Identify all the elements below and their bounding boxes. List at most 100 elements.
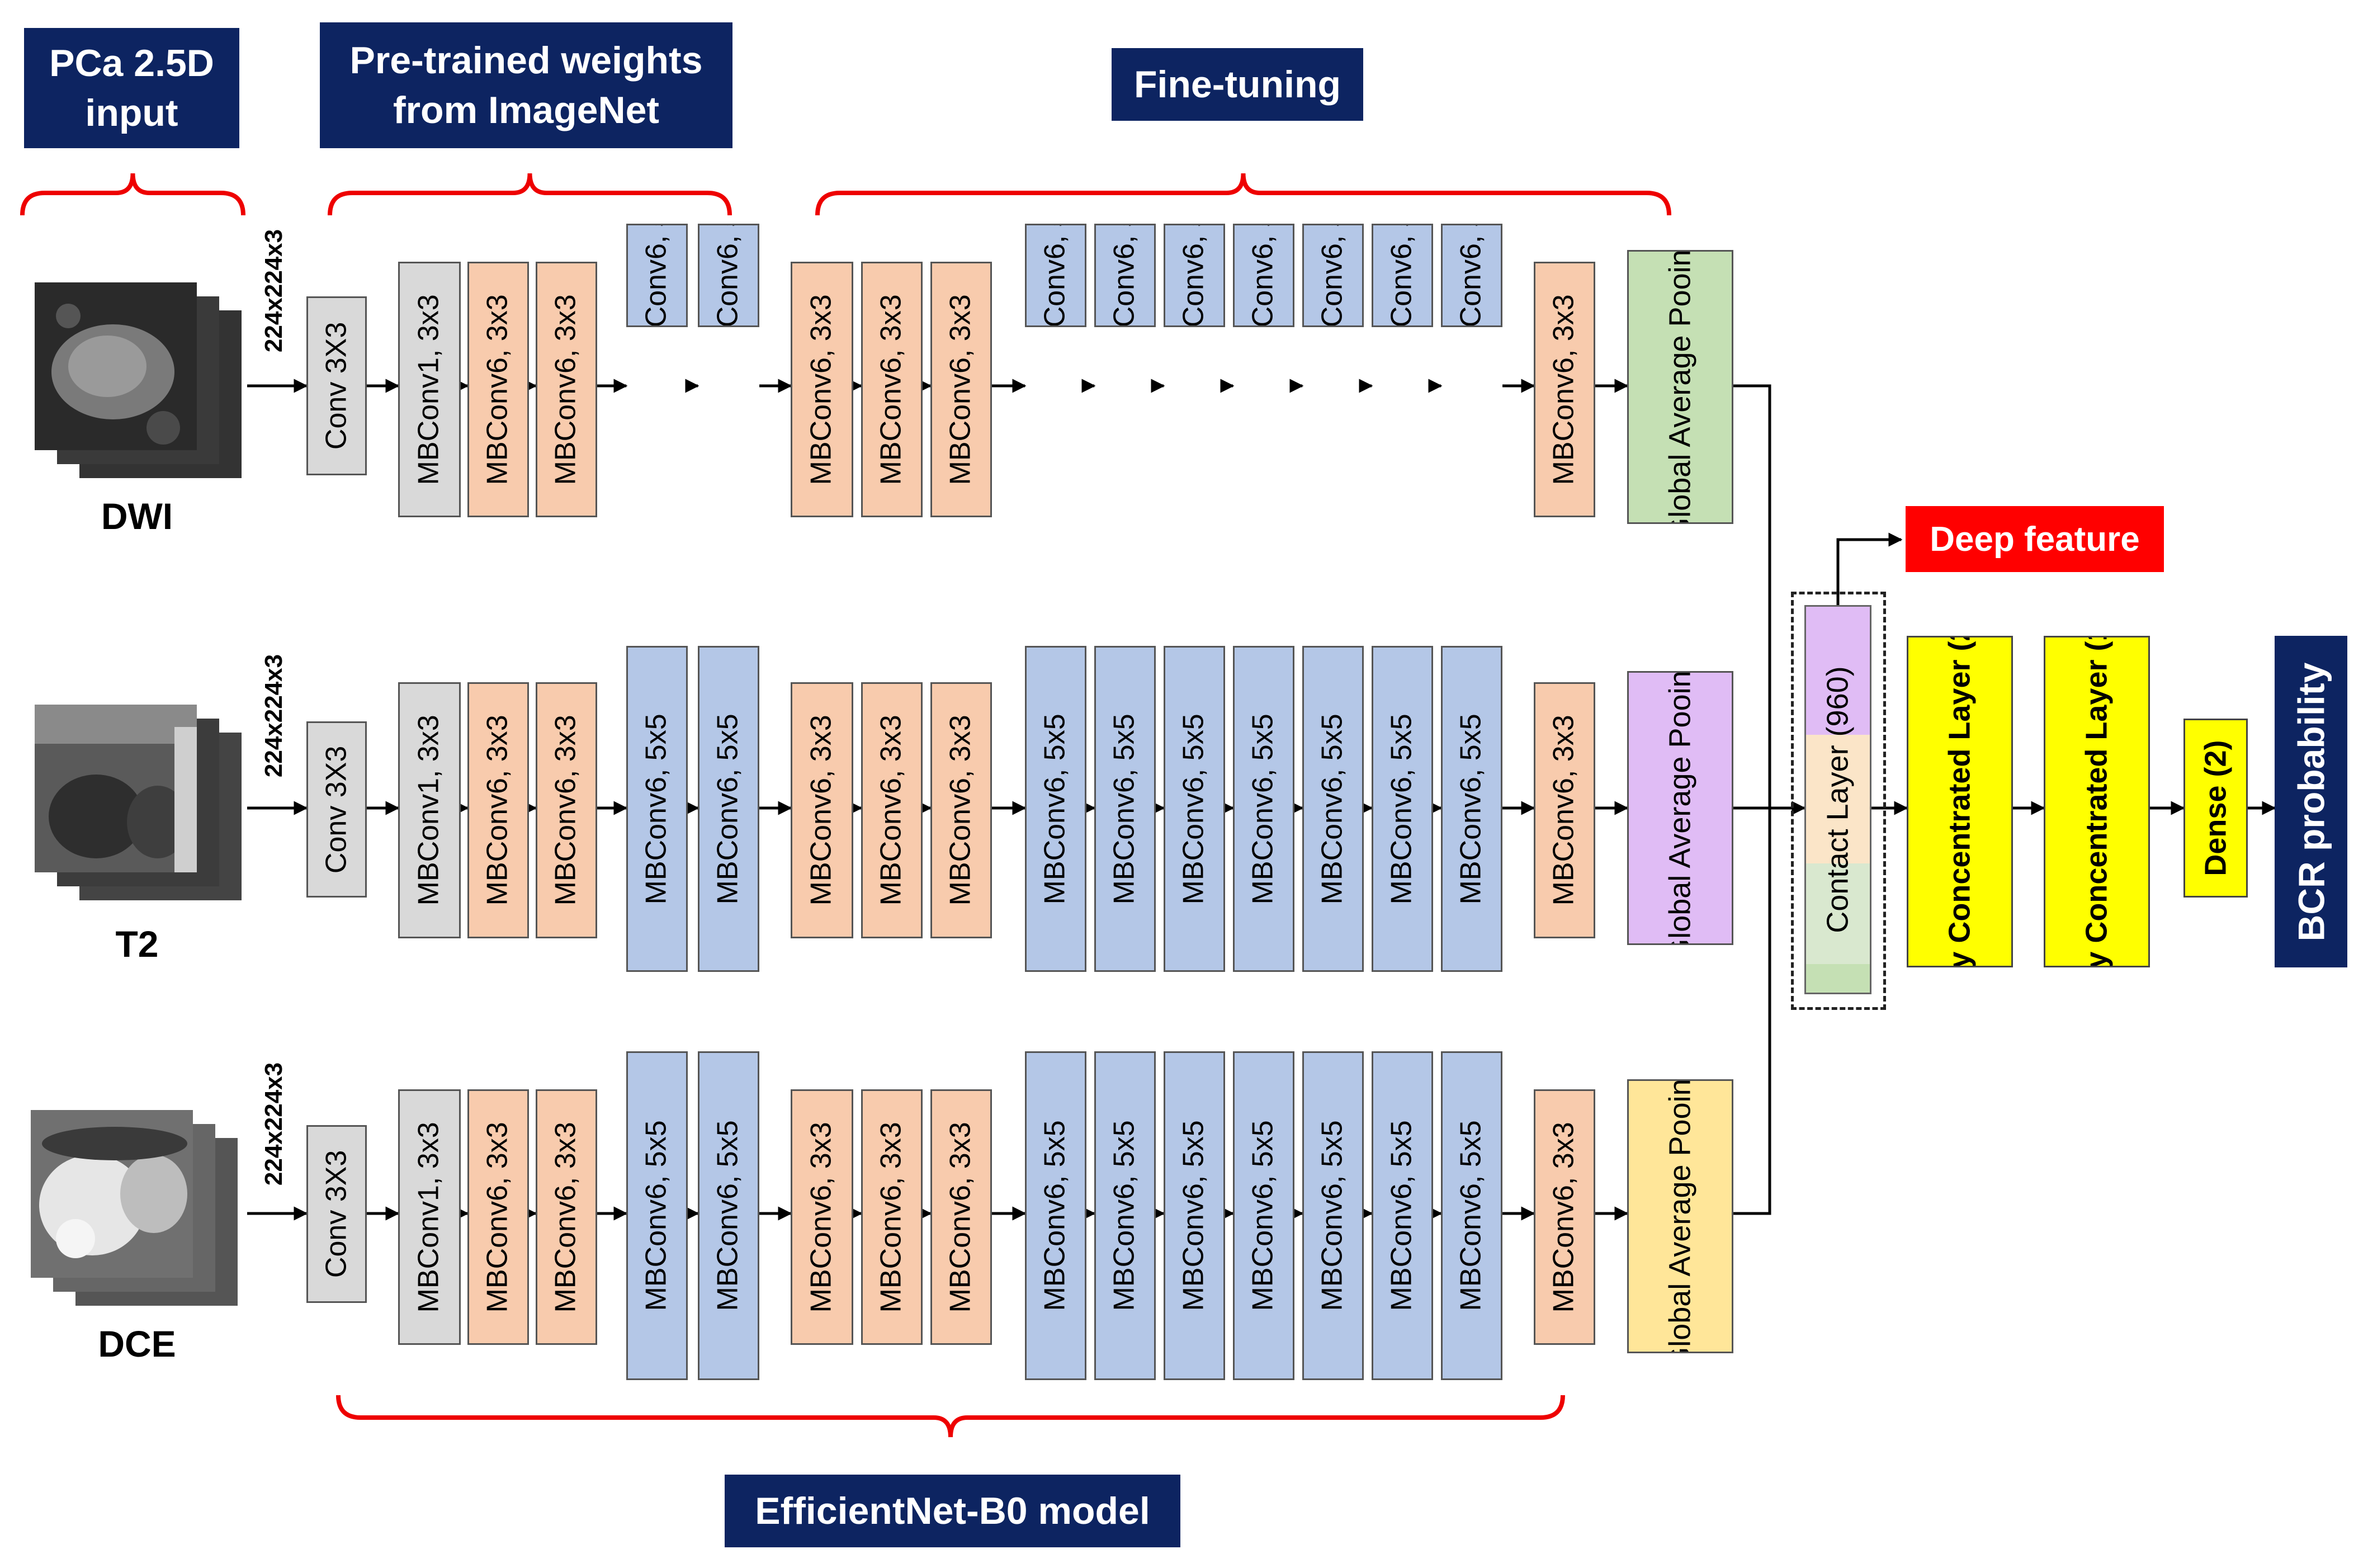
t2-scan-stack	[35, 705, 247, 917]
finetuning-bracket	[815, 173, 1671, 216]
backbone-block-t2-16: MBConv6, 5x5	[1441, 646, 1502, 972]
backbone-block-label: MBConv6, 5x5	[1039, 224, 1072, 327]
global-average-pooling-dce: Global Average Pooing	[1627, 1079, 1733, 1353]
backbone-block-label: Conv 3X3	[320, 745, 353, 873]
backbone-block-label: MBConv6, 3x3	[944, 294, 977, 485]
backbone-block-dwi-5: MBConv6, 5x5	[626, 224, 688, 327]
backbone-block-dwi-8: MBConv6, 3x3	[861, 262, 923, 517]
backbone-block-t2-7: MBConv6, 3x3	[791, 682, 853, 938]
contact-segment-dce	[1806, 863, 1870, 964]
backbone-block-label: MBConv6, 3x3	[550, 715, 583, 906]
backbone-block-t2-1: Conv 3X3	[306, 721, 367, 898]
backbone-block-label: MBConv6, 3x3	[1548, 1121, 1581, 1313]
backbone-block-t2-6: MBConv6, 5x5	[698, 646, 759, 972]
backbone-block-label: Conv 3X3	[320, 1150, 353, 1278]
connector-60	[1836, 532, 1903, 605]
backbone-block-dwi-9: MBConv6, 3x3	[930, 262, 992, 517]
backbone-block-dce-17: MBConv6, 3x3	[1534, 1089, 1595, 1345]
backbone-block-label: MBConv6, 5x5	[1247, 1120, 1280, 1311]
backbone-block-label: MBConv1, 3x3	[413, 294, 446, 485]
modality-label-dwi: DWI	[101, 495, 173, 537]
contact-segment-mid	[1806, 735, 1870, 863]
contact-layer-outline	[1791, 592, 1886, 1010]
backbone-block-dce-12: MBConv6, 5x5	[1164, 1051, 1225, 1380]
pretrained-bracket	[328, 173, 732, 216]
fine-tuning-label: Fine-tuning	[1112, 48, 1363, 121]
fully-connected-layer-256: Fully Concentrated Layer (256)	[1907, 636, 2013, 967]
efficientnet-bracket	[336, 1395, 1565, 1438]
global-average-pooling-t2: Global Average Pooing	[1627, 671, 1733, 945]
backbone-block-dwi-16: MBConv6, 5x5	[1441, 224, 1502, 327]
backbone-block-t2-3: MBConv6, 3x3	[467, 682, 529, 938]
backbone-block-label: MBConv6, 5x5	[640, 713, 673, 905]
backbone-block-label: MBConv6, 5x5	[1455, 1120, 1488, 1311]
backbone-block-label: MBConv1, 3x3	[413, 715, 446, 906]
backbone-block-label: MBConv6, 3x3	[875, 715, 908, 906]
backbone-block-label: MBConv6, 5x5	[1386, 713, 1419, 905]
contact-layer-label: Contact Layer (960)	[1821, 666, 1855, 933]
input-label: PCa 2.5D input	[24, 28, 239, 148]
backbone-block-t2-13: MBConv6, 5x5	[1233, 646, 1294, 972]
backbone-block-label: MBConv6, 5x5	[640, 224, 673, 327]
backbone-block-dce-13: MBConv6, 5x5	[1233, 1051, 1294, 1380]
dwi-scan-image	[35, 282, 242, 478]
backbone-block-label: MBConv1, 3x3	[413, 1121, 446, 1313]
pretrained-weights-label: Pre-trained weights from ImageNet	[320, 22, 732, 148]
contact-segment-dwi	[1806, 607, 1870, 637]
backbone-block-dwi-2: MBConv1, 3x3	[398, 262, 461, 517]
backbone-block-label: MBConv6, 5x5	[1108, 713, 1141, 905]
backbone-block-t2-2: MBConv1, 3x3	[398, 682, 461, 938]
input-size-t2: 224x224x3	[260, 654, 287, 778]
backbone-block-label: MBConv6, 5x5	[1108, 224, 1141, 327]
backbone-block-dwi-13: MBConv6, 5x5	[1233, 224, 1294, 327]
backbone-block-label: MBConv6, 5x5	[1316, 1120, 1349, 1311]
input-bracket	[20, 173, 245, 216]
backbone-block-label: MBConv6, 3x3	[1548, 294, 1581, 485]
deep-feature-label: Deep feature	[1906, 506, 2164, 572]
backbone-block-label: MBConv6, 3x3	[481, 715, 514, 906]
backbone-block-dce-3: MBConv6, 3x3	[467, 1089, 529, 1345]
backbone-block-t2-5: MBConv6, 5x5	[626, 646, 688, 972]
backbone-block-t2-10: MBConv6, 5x5	[1025, 646, 1086, 972]
backbone-block-label: MBConv6, 5x5	[1455, 713, 1488, 905]
backbone-block-dwi-12: MBConv6, 5x5	[1164, 224, 1225, 327]
connector-54	[1733, 384, 1771, 1215]
backbone-block-t2-15: MBConv6, 5x5	[1372, 646, 1433, 972]
backbone-block-dce-6: MBConv6, 5x5	[698, 1051, 759, 1380]
backbone-block-label: MBConv6, 3x3	[481, 1121, 514, 1313]
backbone-block-label: MBConv6, 5x5	[1178, 224, 1211, 327]
backbone-block-dwi-15: MBConv6, 5x5	[1372, 224, 1433, 327]
backbone-block-t2-12: MBConv6, 5x5	[1164, 646, 1225, 972]
backbone-block-label: MBConv6, 3x3	[805, 294, 838, 485]
contact-segment-end	[1806, 964, 1870, 993]
backbone-block-dce-15: MBConv6, 5x5	[1372, 1051, 1433, 1380]
backbone-block-label: MBConv6, 3x3	[805, 715, 838, 906]
backbone-block-label: MBConv6, 5x5	[1316, 713, 1349, 905]
backbone-block-t2-11: MBConv6, 5x5	[1094, 646, 1156, 972]
bcr-probability-output: BCR probability	[2275, 636, 2347, 967]
backbone-block-label: MBConv6, 3x3	[875, 294, 908, 485]
backbone-block-dwi-17: MBConv6, 3x3	[1534, 262, 1595, 517]
backbone-block-label: MBConv6, 5x5	[712, 713, 745, 905]
backbone-block-label: MBConv6, 5x5	[1039, 713, 1072, 905]
backbone-block-label: MBConv6, 5x5	[1316, 224, 1349, 327]
input-size-dwi: 224x224x3	[260, 229, 287, 353]
backbone-block-dce-7: MBConv6, 3x3	[791, 1089, 853, 1345]
backbone-block-dce-2: MBConv1, 3x3	[398, 1089, 461, 1345]
backbone-block-dce-9: MBConv6, 3x3	[930, 1089, 992, 1345]
backbone-block-dwi-7: MBConv6, 3x3	[791, 262, 853, 517]
backbone-block-dwi-1: Conv 3X3	[306, 296, 367, 475]
input-size-dce: 224x224x3	[260, 1062, 287, 1186]
dce-scan-image	[31, 1110, 238, 1306]
backbone-block-dwi-3: MBConv6, 3x3	[467, 262, 529, 517]
backbone-block-label: MBConv6, 3x3	[944, 1121, 977, 1313]
backbone-block-t2-17: MBConv6, 3x3	[1534, 682, 1595, 938]
backbone-block-t2-8: MBConv6, 3x3	[861, 682, 923, 938]
backbone-block-label: MBConv6, 5x5	[1455, 224, 1488, 327]
backbone-block-dwi-6: MBConv6, 5x5	[698, 224, 759, 327]
backbone-block-t2-4: MBConv6, 3x3	[536, 682, 597, 938]
backbone-block-label: MBConv6, 5x5	[1108, 1120, 1141, 1311]
backbone-block-label: MBConv6, 5x5	[1178, 1120, 1211, 1311]
backbone-block-label: MBConv6, 5x5	[712, 1120, 745, 1311]
